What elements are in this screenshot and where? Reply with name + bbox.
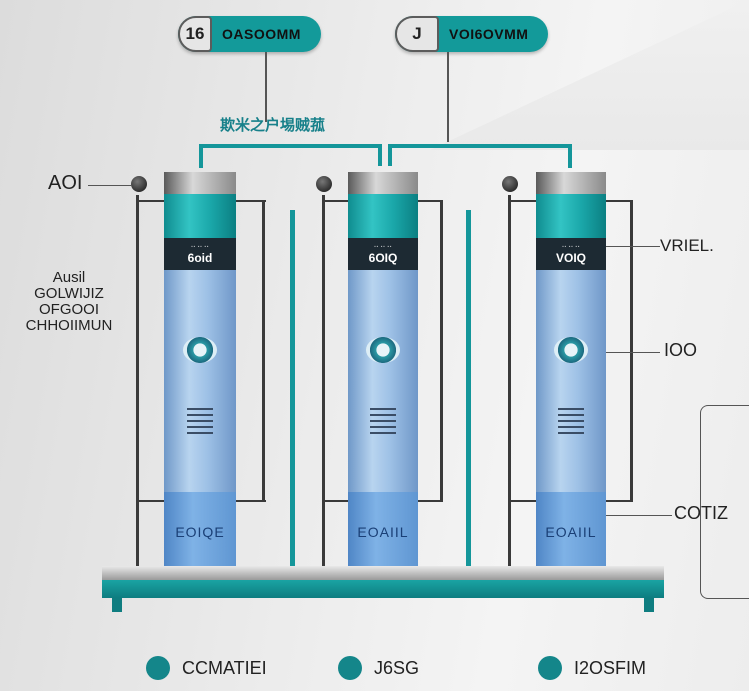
label-left-line: Ausil xyxy=(52,269,86,286)
base-platform-rail xyxy=(102,580,664,598)
label-left-block: Ausil GOLWIJIZ OFGOOI CHHOIIMUN xyxy=(14,270,124,334)
legend-item-3: I2OSFIM xyxy=(538,656,646,680)
filter-top xyxy=(536,194,606,238)
filter-column-1: ·· ·· ·· 6oid EOIQE xyxy=(164,172,236,572)
valve-knob[interactable] xyxy=(131,176,147,192)
filter-cap xyxy=(536,172,606,194)
manifold-pipe xyxy=(388,144,572,148)
frame-rod xyxy=(630,200,633,500)
top-label-2-number: J xyxy=(395,16,439,52)
filter-base: EOIQE xyxy=(164,492,236,572)
frame-rod xyxy=(136,195,139,567)
filter-base-label: EOAIIL xyxy=(357,524,409,540)
label-left-line: OFGOOI xyxy=(39,301,99,318)
leader-line xyxy=(265,52,267,122)
legend-dot-icon xyxy=(146,656,170,680)
filter-logo-icon xyxy=(366,337,400,363)
filter-glass xyxy=(348,270,418,492)
label-left-top: AOI xyxy=(48,172,83,194)
filter-band-label: 6oid xyxy=(187,250,213,265)
legend-item-1: CCMATIEI xyxy=(146,656,267,680)
filter-column-2: ·· ·· ·· 6OIQ EOAIIL xyxy=(348,172,418,572)
manifold-pipe xyxy=(199,144,381,148)
filter-cap xyxy=(164,172,236,194)
filter-band: ·· ·· ·· VOIQ xyxy=(536,238,606,270)
top-label-1: 16 OASOOMM xyxy=(178,16,321,52)
leader-line xyxy=(606,352,660,353)
legend-label: CCMATIEI xyxy=(182,658,267,678)
label-right-mid: IOO xyxy=(664,340,698,360)
base-platform xyxy=(102,566,664,580)
top-label-1-text: OASOOMM xyxy=(222,26,301,42)
filter-glass xyxy=(536,270,606,492)
top-label-2: J VOI6OVMM xyxy=(395,16,548,52)
legend-label: I2OSFIM xyxy=(574,658,647,678)
manifold-pipe xyxy=(378,144,382,166)
filter-text-lines xyxy=(556,404,586,438)
filter-logo-icon xyxy=(183,337,217,363)
leader-line xyxy=(606,246,660,247)
label-left-line: CHHOIIMUN xyxy=(25,317,113,334)
filter-logo-icon xyxy=(554,337,588,363)
frame-rod xyxy=(440,200,443,500)
top-label-1-number: 16 xyxy=(178,16,212,52)
right-bracket xyxy=(700,405,749,599)
filter-base-label: EOIQE xyxy=(175,524,225,540)
leader-line xyxy=(606,515,672,516)
legend-dot-icon xyxy=(538,656,562,680)
filter-cap xyxy=(348,172,418,194)
filter-base: EOAIIL xyxy=(536,492,606,572)
top-label-2-text: VOI6OVMM xyxy=(449,26,529,42)
manifold-pipe xyxy=(388,144,392,166)
frame-rod xyxy=(262,200,265,500)
side-pipe xyxy=(466,210,471,570)
manifold-pipe xyxy=(568,144,572,168)
filter-band-label: 6OIQ xyxy=(368,250,398,265)
filter-top xyxy=(164,194,236,238)
center-heading: 欺米之户埸贼菰 xyxy=(220,117,326,134)
filter-band-label: VOIQ xyxy=(555,250,586,265)
label-right-top: VRIEL. xyxy=(660,236,714,255)
legend-dot-icon xyxy=(338,656,362,680)
filter-base: EOAIIL xyxy=(348,492,418,572)
valve-knob[interactable] xyxy=(502,176,518,192)
filter-text-lines xyxy=(368,404,398,438)
filter-band: ·· ·· ·· 6oid xyxy=(164,238,236,270)
filter-column-3: ·· ·· ·· VOIQ EOAIIL xyxy=(536,172,606,572)
frame-rod xyxy=(508,195,511,567)
valve-knob[interactable] xyxy=(316,176,332,192)
filter-top xyxy=(348,194,418,238)
base-foot xyxy=(112,598,122,612)
frame-rod xyxy=(322,195,325,567)
filter-band: ·· ·· ·· 6OIQ xyxy=(348,238,418,270)
filter-text-lines xyxy=(185,404,215,438)
leader-line xyxy=(88,185,132,186)
filter-glass xyxy=(164,270,236,492)
filter-base-label: EOAIIL xyxy=(545,524,597,540)
side-pipe xyxy=(290,210,295,570)
label-right-bottom: COTIZ xyxy=(674,503,728,523)
legend-label: J6SG xyxy=(374,658,420,678)
leader-line xyxy=(447,52,449,142)
legend-item-2: J6SG xyxy=(338,656,419,680)
base-foot xyxy=(644,598,654,612)
label-left-line: GOLWIJIZ xyxy=(34,285,104,302)
manifold-pipe xyxy=(199,144,203,168)
